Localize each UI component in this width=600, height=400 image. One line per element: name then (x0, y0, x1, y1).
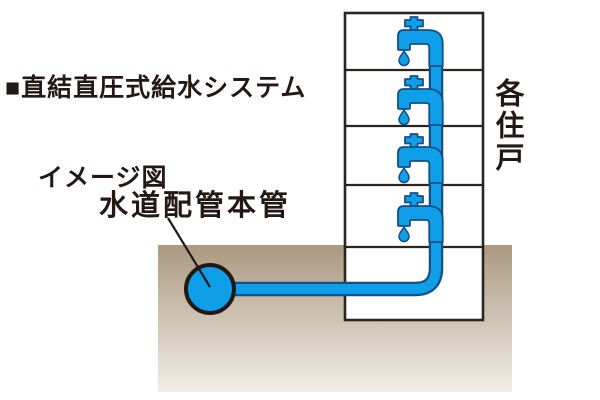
supply-pipe (231, 62, 441, 294)
floor-lines (345, 68, 483, 249)
building-outline (343, 11, 485, 322)
water-main-label: 水道配管本管 (99, 190, 292, 222)
label-leader-line (167, 217, 211, 288)
diagram-subtitle: イメージ図 (38, 164, 168, 192)
water-main-circle (184, 263, 236, 315)
diagram-title: ■直結直圧式給水システム (5, 74, 307, 102)
each-unit-label: 各住戸 (491, 78, 523, 174)
title-block: ■直結直圧式給水システム イメージ図 (5, 13, 306, 253)
